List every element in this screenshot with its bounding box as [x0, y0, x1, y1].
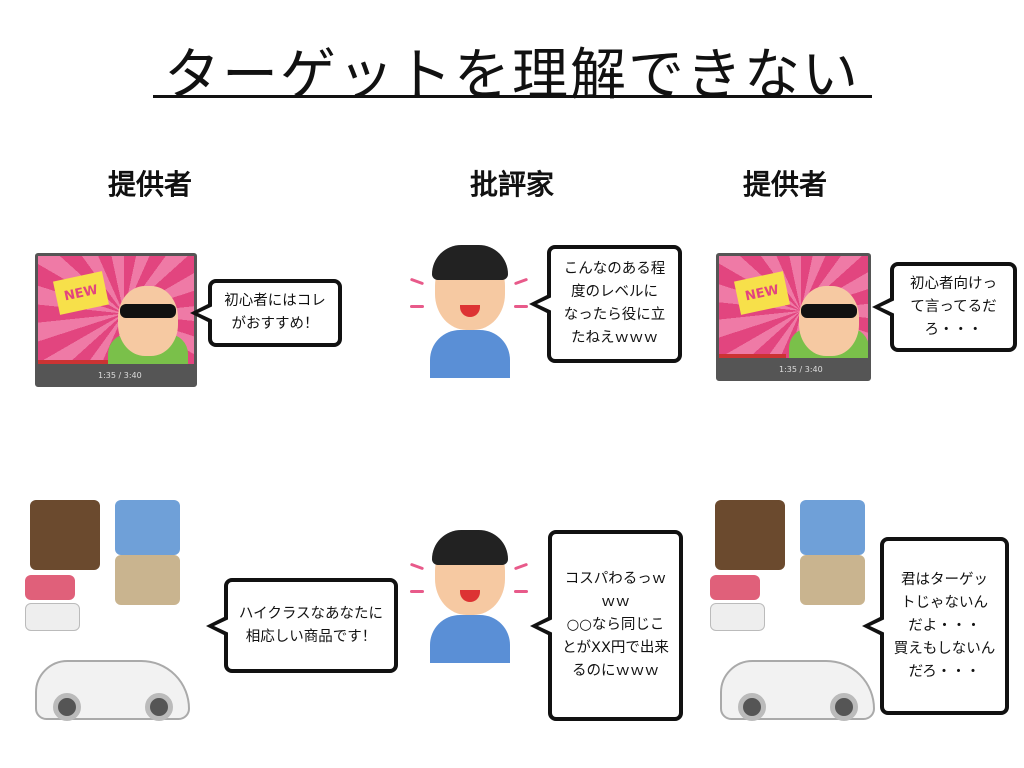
title-underline [153, 95, 872, 98]
emphasis-ray [409, 277, 425, 286]
heading-provider-right: 提供者 [742, 168, 827, 201]
bubble-line: だよ・・・ [908, 617, 981, 634]
emphasis-ray [410, 590, 424, 593]
emphasis-ray [409, 562, 425, 571]
video-progress [38, 360, 109, 364]
critic-hair [432, 530, 508, 565]
critic-body [430, 330, 510, 378]
speech-bubble-critic-top: こんなのある程 度のレベルに なったら役に立 たねえｗｗｗ [529, 245, 682, 363]
bubble-line: るのにｗｗｗ [572, 663, 659, 679]
bubble-line: ハイクラスなあなたに [238, 605, 384, 622]
speech-bubble-critic-bottom: コスパわるっｗ ｗｗ ○○なら同じこ とがXX円で出来 るのにｗｗｗ [530, 530, 683, 721]
presenter-face [799, 286, 859, 356]
bubble-line: ○○なら同じこ [566, 617, 665, 633]
emphasis-ray [410, 305, 424, 308]
sunglasses-icon [120, 304, 176, 318]
beige-bag [800, 555, 865, 605]
sunglasses-icon [801, 304, 857, 318]
bubble-line: なったら役に立 [563, 307, 666, 323]
critic-body [430, 615, 510, 663]
emphasis-ray [513, 562, 529, 571]
presenter-face [118, 286, 178, 356]
video-progress [719, 354, 787, 358]
speech-bubble-right-top: 初心者向けっ て言ってるだ ろ・・・ [872, 262, 1017, 352]
critic-illustration-bottom [409, 530, 530, 665]
bubble-line: トじゃないん [901, 594, 988, 611]
new-badge: NEW [53, 271, 109, 315]
video-controls [38, 364, 194, 384]
bubble-line: て言ってるだ [910, 298, 997, 315]
car-wheel [738, 693, 766, 721]
car-wheel [830, 693, 858, 721]
emphasis-ray [514, 590, 528, 593]
luxury-goods-illustration-left [15, 475, 195, 730]
bubble-line: ろ・・・ [924, 321, 983, 338]
beige-bag [115, 555, 180, 605]
bubble-line: 君はターゲッ [901, 571, 988, 588]
video-thumbnail-right: NEW 1:35 / 3:40 [716, 253, 871, 381]
video-controls [719, 358, 868, 378]
wallet [25, 575, 75, 600]
bubble-line: 初心者にはコレ [224, 293, 326, 309]
car-wheel [145, 693, 173, 721]
wallet-white [25, 603, 80, 631]
bubble-line: とがXX円で出来 [562, 640, 669, 656]
emphasis-ray [513, 277, 529, 286]
heading-provider-left: 提供者 [107, 168, 192, 201]
car-wheel [53, 693, 81, 721]
video-time: 1:35 / 3:40 [779, 365, 823, 374]
wallet-white [710, 603, 765, 631]
critic-hair [432, 245, 508, 280]
brown-bag [715, 500, 785, 570]
bubble-line: 初心者向けっ [910, 275, 997, 292]
bubble-line: ｗｗ [601, 594, 630, 610]
speech-bubble-provider-bottom: ハイクラスなあなたに 相応しい商品です！ [206, 578, 398, 673]
blue-bag [115, 500, 180, 555]
heading-critic: 批評家 [469, 168, 554, 201]
bubble-line: だろ・・・ [908, 663, 981, 680]
speech-bubble-right-bottom: 君はターゲッ トじゃないん だよ・・・ 買えもしないん だろ・・・ [862, 537, 1009, 715]
critic-illustration-top [409, 245, 530, 378]
brown-bag [30, 500, 100, 570]
critic-mouth [460, 305, 480, 317]
bubble-line: がおすすめ！ [231, 316, 319, 332]
wallet [710, 575, 760, 600]
slide-title: ターゲットを理解できない [164, 43, 860, 108]
blue-bag [800, 500, 865, 555]
bubble-line: コスパわるっｗ [564, 571, 667, 587]
bubble-line: 買えもしないん [893, 640, 996, 657]
bubble-line: こんなのある程 [563, 261, 666, 277]
video-time: 1:35 / 3:40 [98, 371, 142, 380]
bubble-line: 度のレベルに [571, 284, 658, 300]
critic-mouth [460, 590, 480, 602]
video-thumbnail-left: NEW 1:35 / 3:40 [35, 253, 197, 387]
new-badge: NEW [734, 271, 790, 315]
speech-bubble-provider-top: 初心者にはコレ がおすすめ！ [190, 279, 342, 347]
bubble-line: 相応しい商品です！ [245, 628, 377, 645]
emphasis-ray [514, 305, 528, 308]
bubble-line: たねえｗｗｗ [571, 330, 658, 346]
luxury-goods-illustration-right [700, 475, 880, 730]
